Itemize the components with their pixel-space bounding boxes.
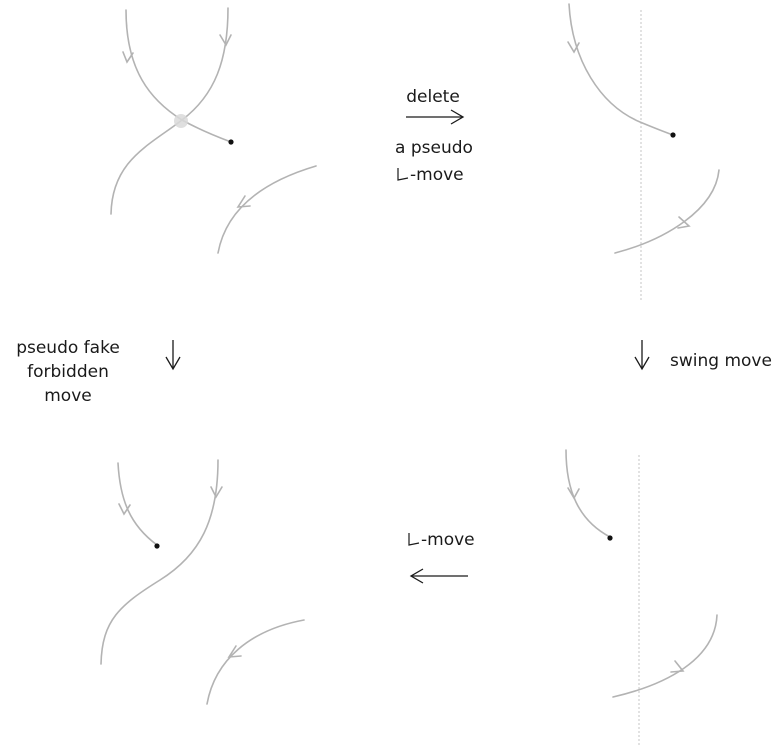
orientation-arrow-icon bbox=[118, 503, 131, 516]
orientation-arrow-icon bbox=[122, 51, 134, 64]
down-arrow-head-icon bbox=[634, 356, 650, 371]
transition-bottom: -move bbox=[408, 530, 475, 584]
endpoint-dot bbox=[607, 535, 613, 541]
strand-left-to-dot bbox=[125, 9, 232, 143]
top-arrow-label-3: -move bbox=[410, 165, 464, 185]
panel-bottom-left bbox=[100, 459, 305, 705]
iota-symbol-icon bbox=[408, 533, 420, 546]
orientation-arrow-icon bbox=[567, 41, 580, 54]
right-arrow-head-icon bbox=[450, 109, 465, 125]
orientation-arrow-icon bbox=[670, 660, 685, 673]
transition-left: pseudo fake forbidden move bbox=[16, 338, 181, 406]
crossing-marker bbox=[174, 114, 188, 128]
orientation-arrow-icon bbox=[227, 645, 242, 658]
endpoint-dot bbox=[154, 543, 160, 549]
transition-right: swing move bbox=[634, 340, 772, 371]
endpoint-dot bbox=[228, 139, 234, 145]
top-arrow-label-2: a pseudo bbox=[395, 138, 473, 158]
orientation-arrow-icon bbox=[219, 34, 232, 47]
orientation-arrow-icon bbox=[210, 486, 223, 499]
strand-lower bbox=[612, 614, 718, 698]
strand-to-dot bbox=[568, 3, 674, 136]
strand-to-dot bbox=[565, 449, 611, 538]
top-arrow-label-1: delete bbox=[406, 87, 460, 107]
panel-top-left bbox=[110, 7, 317, 254]
strand-lower bbox=[206, 619, 305, 705]
left-arrow-head-icon bbox=[409, 568, 424, 584]
left-arrow-label-2: forbidden bbox=[27, 362, 109, 382]
panel-bottom-right bbox=[565, 449, 718, 745]
strand-to-dot bbox=[117, 462, 158, 546]
strand-long bbox=[100, 459, 219, 665]
left-arrow-label-1: pseudo fake bbox=[16, 338, 120, 358]
right-arrow-label: swing move bbox=[670, 351, 772, 371]
orientation-arrow-icon bbox=[567, 487, 580, 500]
endpoint-dot bbox=[670, 132, 676, 138]
orientation-arrow-icon bbox=[236, 195, 251, 208]
bottom-arrow-label: -move bbox=[421, 530, 475, 550]
strand-lower bbox=[217, 165, 317, 254]
down-arrow-head-icon bbox=[165, 356, 181, 371]
orientation-arrow-icon bbox=[677, 216, 691, 229]
strand-lower bbox=[614, 169, 720, 254]
panel-top-right bbox=[567, 3, 720, 300]
transition-top: delete a pseudo -move bbox=[395, 87, 473, 185]
iota-symbol-icon bbox=[397, 168, 409, 181]
left-arrow-label-3: move bbox=[44, 386, 91, 406]
